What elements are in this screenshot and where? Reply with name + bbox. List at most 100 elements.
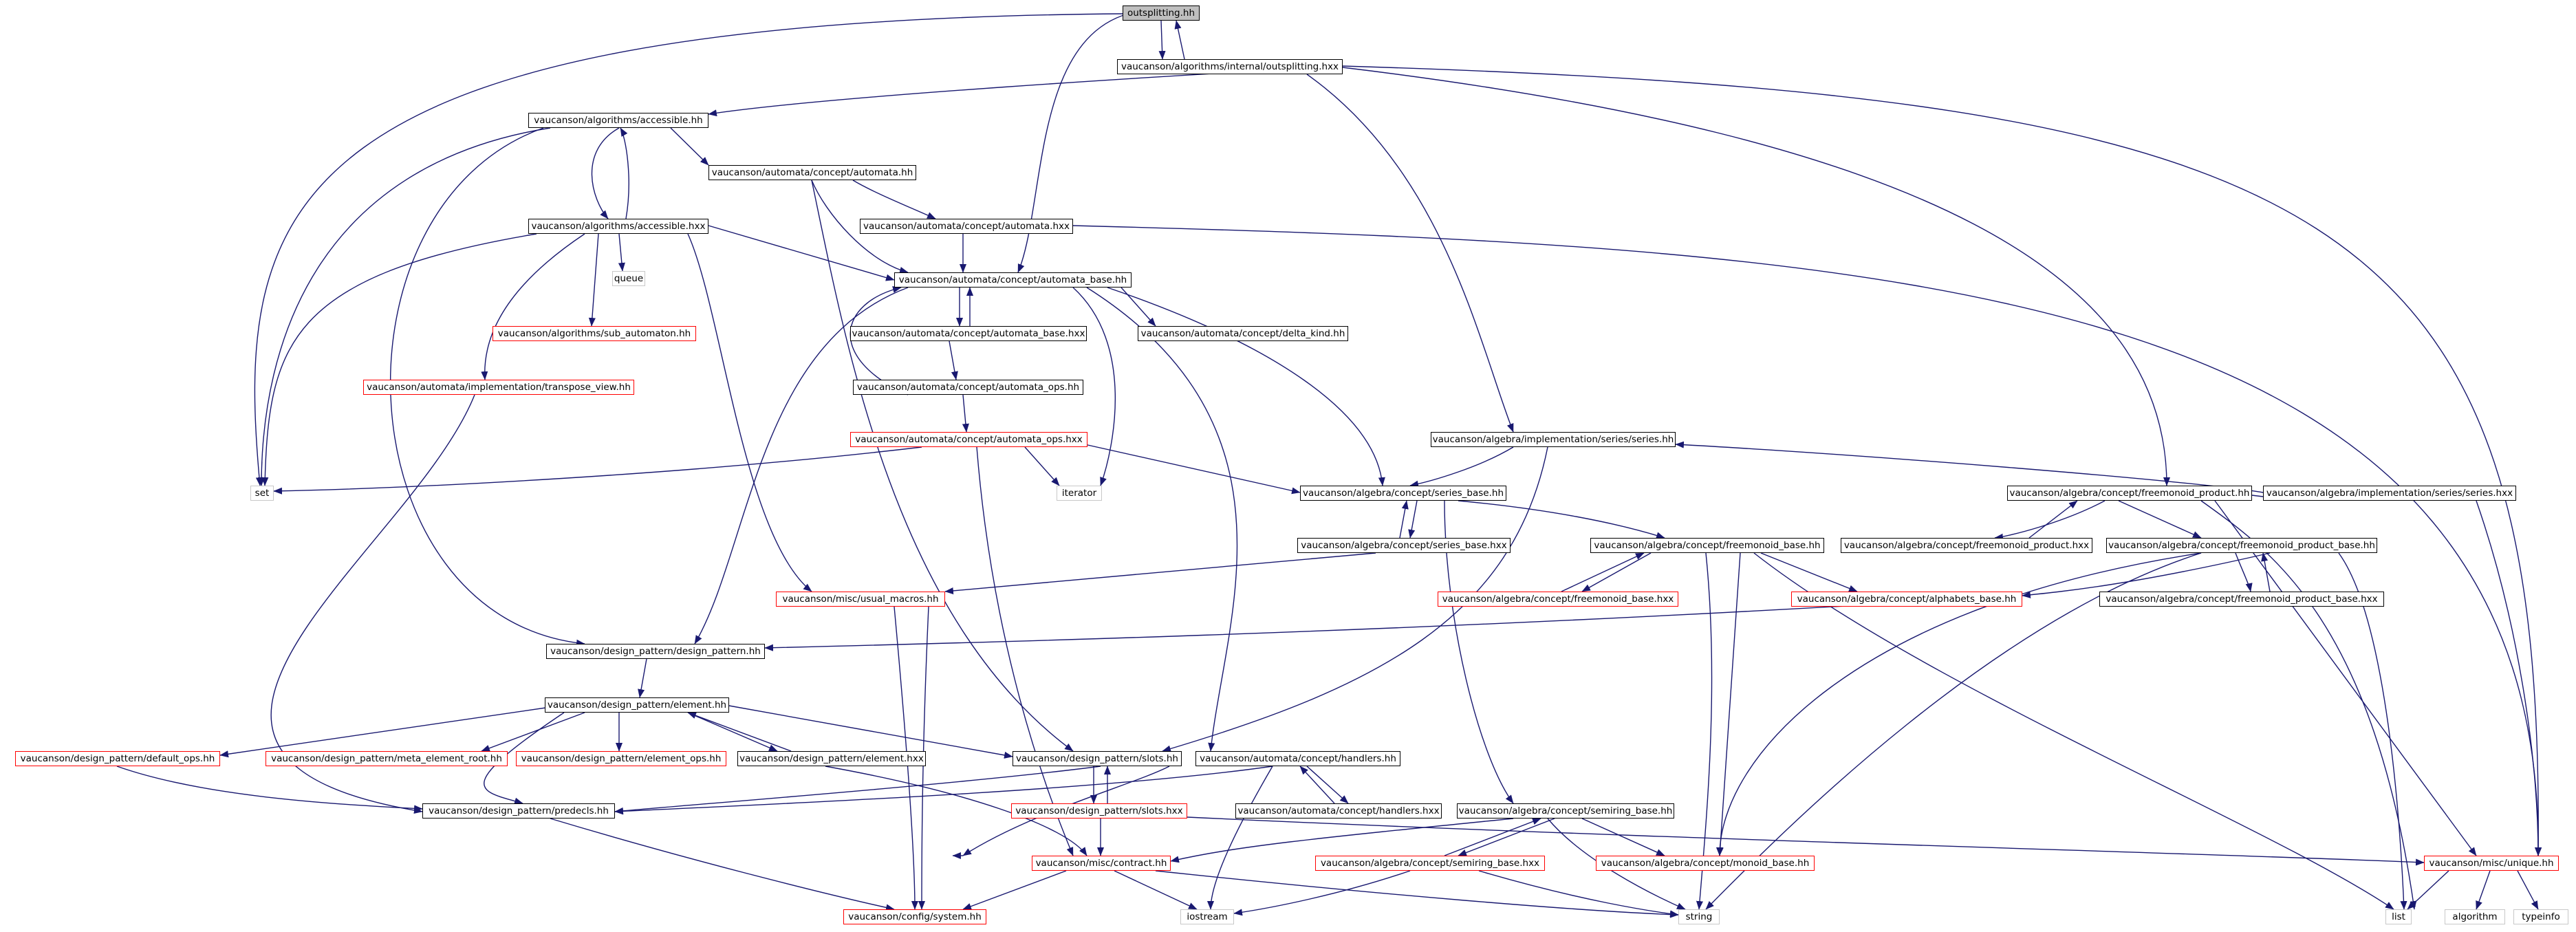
include-edge xyxy=(1342,67,2171,486)
node-handlers-hh[interactable]: vaucanson/automata/concept/handlers.hh xyxy=(1195,751,1400,766)
include-edge xyxy=(1458,818,1555,856)
include-edge xyxy=(1174,20,1185,60)
node-handlers-hxx[interactable]: vaucanson/automata/concept/handlers.hxx xyxy=(1235,803,1442,819)
node-automata-base-hh[interactable]: vaucanson/automata/concept/automata_base… xyxy=(894,272,1132,288)
include-edge xyxy=(1065,440,1301,495)
node-semiring-base-hxx[interactable]: vaucanson/algebra/concept/semiring_base.… xyxy=(1315,856,1545,871)
node-alphabets-base-hh[interactable]: vaucanson/algebra/concept/alphabets_base… xyxy=(1791,592,2022,607)
node-freemonoid-product-hxx[interactable]: vaucanson/algebra/concept/freemonoid_pro… xyxy=(1841,538,2092,553)
node-element-ops-hh[interactable]: vaucanson/design_pattern/element_ops.hh xyxy=(516,751,726,766)
node-design-pattern-hh[interactable]: vaucanson/design_pattern/design_pattern.… xyxy=(546,644,765,659)
include-edge xyxy=(962,766,1170,856)
include-edge xyxy=(687,233,812,592)
node-automata-base-hxx[interactable]: vaucanson/automata/concept/automata_base… xyxy=(850,326,1087,341)
include-edge xyxy=(694,287,909,644)
node-series-base-hxx[interactable]: vaucanson/algebra/concept/series_base.hx… xyxy=(1297,538,1511,553)
include-edge xyxy=(2338,552,2407,910)
node-slots-hh[interactable]: vaucanson/design_pattern/slots.hh xyxy=(1013,751,1182,766)
include-edge xyxy=(1408,500,1418,539)
node-contract-hh[interactable]: vaucanson/misc/contract.hh xyxy=(1032,856,1171,871)
include-edge xyxy=(708,225,895,281)
node-outsplitting-hh[interactable]: outsplitting.hh xyxy=(1123,6,1200,21)
node-system-hh[interactable]: vaucanson/config/system.hh xyxy=(843,909,986,924)
node-semiring-base-hh[interactable]: vaucanson/algebra/concept/semiring_base.… xyxy=(1457,803,1674,819)
include-edge xyxy=(811,180,1074,752)
node-meta-element-root-hh[interactable]: vaucanson/design_pattern/meta_element_ro… xyxy=(266,751,508,766)
include-edge xyxy=(894,606,919,910)
node-default-ops-hh[interactable]: vaucanson/design_pattern/default_ops.hh xyxy=(15,751,220,766)
include-edge xyxy=(1478,870,1679,918)
include-edge xyxy=(1306,766,1349,804)
include-edge xyxy=(1561,552,1645,592)
node-automata-ops-hh[interactable]: vaucanson/automata/concept/automata_ops.… xyxy=(853,380,1083,395)
include-edge xyxy=(588,233,599,327)
include-edge xyxy=(849,285,909,395)
include-edge xyxy=(261,233,537,486)
include-edge xyxy=(219,706,551,758)
include-edge xyxy=(811,180,909,274)
include-edge xyxy=(1444,818,1541,856)
node-accessible-hh[interactable]: vaucanson/algorithms/accessible.hh xyxy=(528,113,708,128)
include-edge xyxy=(1409,446,1514,488)
include-edge xyxy=(1753,552,2394,910)
include-edge xyxy=(976,446,1074,856)
include-edge xyxy=(1170,818,1514,863)
node-automata-hxx[interactable]: vaucanson/automata/concept/automata.hxx xyxy=(860,219,1073,234)
include-edge xyxy=(1206,766,1273,910)
node-automata-ops-hxx[interactable]: vaucanson/automata/concept/automata_ops.… xyxy=(850,432,1087,447)
include-edge xyxy=(270,394,475,814)
node-series-base-hh[interactable]: vaucanson/algebra/concept/series_base.hh xyxy=(1300,486,1506,501)
node-element-hxx[interactable]: vaucanson/design_pattern/element.hxx xyxy=(737,751,926,766)
include-edge xyxy=(618,233,625,272)
node-delta-kind-hh[interactable]: vaucanson/automata/concept/delta_kind.hh xyxy=(1138,326,1348,341)
include-edge xyxy=(2118,500,2202,539)
include-edge xyxy=(1716,552,1741,856)
include-edge xyxy=(550,818,895,911)
include-edge xyxy=(2517,870,2539,910)
node-freemonoid-product-base-hxx[interactable]: vaucanson/algebra/concept/freemonoid_pro… xyxy=(2099,592,2384,607)
node-iostream: iostream xyxy=(1180,909,1234,924)
node-automata-hh[interactable]: vaucanson/automata/concept/automata.hh xyxy=(708,165,916,180)
include-edge xyxy=(687,712,778,752)
node-usual-macros-hh[interactable]: vaucanson/misc/usual_macros.hh xyxy=(776,592,945,607)
node-list: list xyxy=(2385,909,2412,924)
include-edge xyxy=(1086,287,1238,752)
include-edge xyxy=(1306,74,1514,433)
node-iterator: iterator xyxy=(1057,486,1102,501)
include-edge xyxy=(2028,500,2078,539)
node-series-hxx[interactable]: vaucanson/algebra/implementation/series/… xyxy=(2263,486,2516,501)
node-monoid-base-hh[interactable]: vaucanson/algebra/concept/monoid_base.hh xyxy=(1596,856,1815,871)
node-sub-automaton-hh[interactable]: vaucanson/algorithms/sub_automaton.hh xyxy=(493,326,696,341)
include-edge xyxy=(638,658,647,698)
include-edge xyxy=(257,127,551,486)
node-slots-hxx[interactable]: vaucanson/design_pattern/slots.hxx xyxy=(1011,803,1187,819)
node-element-hh[interactable]: vaucanson/design_pattern/element.hh xyxy=(545,697,729,713)
include-edge xyxy=(591,127,620,219)
include-edge xyxy=(944,552,1376,595)
include-edge xyxy=(764,605,1858,651)
include-edge xyxy=(614,766,1273,815)
node-freemonoid-base-hxx[interactable]: vaucanson/algebra/concept/freemonoid_bas… xyxy=(1438,592,1678,607)
node-typeinfo: typeinfo xyxy=(2513,909,2568,924)
include-edge xyxy=(1342,65,2542,856)
include-edge xyxy=(481,233,585,380)
node-freemonoid-product-base-hh[interactable]: vaucanson/algebra/concept/freemonoid_pro… xyxy=(2106,538,2377,553)
node-queue: queue xyxy=(612,271,645,286)
node-unique-hh[interactable]: vaucanson/misc/unique.hh xyxy=(2424,856,2559,871)
node-accessible-hxx[interactable]: vaucanson/algorithms/accessible.hxx xyxy=(528,219,708,234)
include-edge xyxy=(1581,552,1652,592)
node-freemonoid-base-hh[interactable]: vaucanson/algebra/concept/freemonoid_bas… xyxy=(1590,538,1824,553)
node-freemonoid-product-hh[interactable]: vaucanson/algebra/concept/freemonoid_pro… xyxy=(2007,486,2252,501)
node-transpose-view-hh[interactable]: vaucanson/automata/implementation/transp… xyxy=(363,380,634,395)
include-edge xyxy=(254,13,1123,486)
node-outsplitting-hxx[interactable]: vaucanson/algorithms/internal/outsplitti… xyxy=(1117,59,1343,74)
include-edge xyxy=(484,712,565,805)
include-edge xyxy=(1233,870,1411,916)
include-edge xyxy=(2235,552,2253,592)
node-series-hh[interactable]: vaucanson/algebra/implementation/series/… xyxy=(1431,432,1676,447)
node-predecls-hh[interactable]: vaucanson/design_pattern/predecls.hh xyxy=(422,803,615,819)
include-edge xyxy=(687,712,792,752)
include-edge xyxy=(1158,20,1166,60)
